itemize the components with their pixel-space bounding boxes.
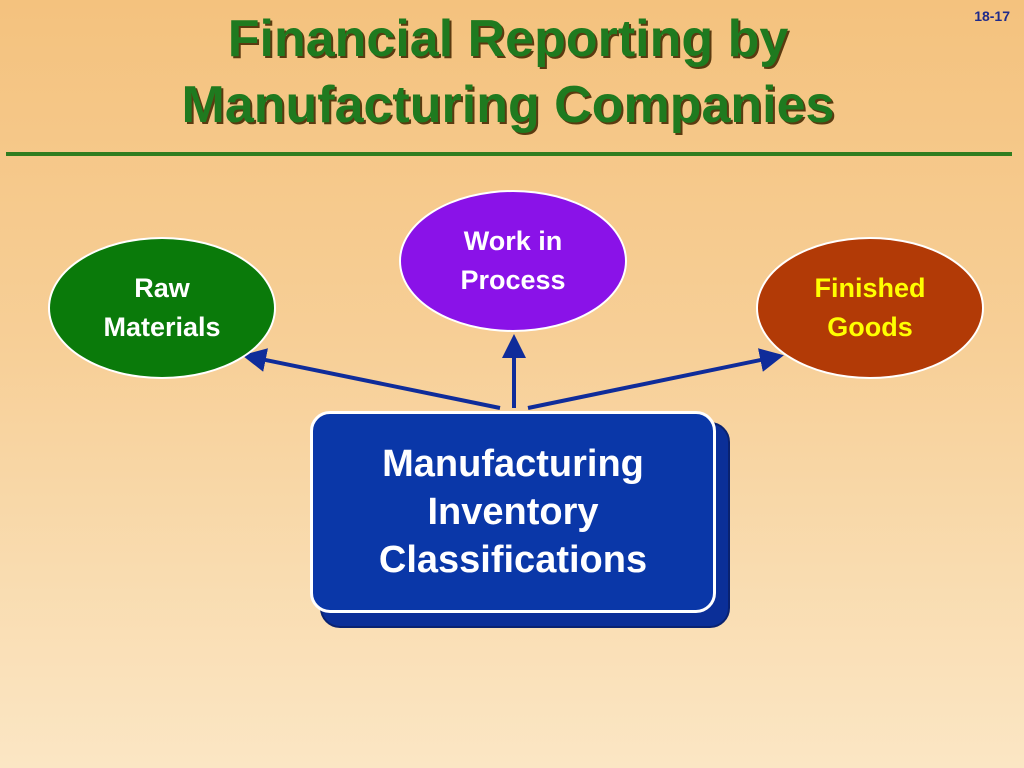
node-work-in-process-line2: Process: [460, 265, 566, 295]
node-finished-goods-line1: Finished: [814, 273, 926, 303]
center-box-line1: Manufacturing: [382, 443, 644, 485]
center-box-line3: Classifications: [378, 539, 648, 581]
node-finished-goods-line2: Goods: [827, 312, 913, 342]
title-underline: [6, 152, 1012, 156]
title-line-1: Financial Reporting by: [227, 10, 789, 68]
slide-number: 18-17: [974, 8, 1010, 24]
arrow-to-raw-materials: [242, 348, 501, 410]
node-raw-materials-line1: Raw: [134, 273, 190, 303]
node-raw-materials: Raw Materials: [48, 237, 276, 379]
center-box-line2: Inventory: [427, 491, 599, 533]
node-finished-goods: Finished Goods: [756, 237, 984, 379]
node-work-in-process-line1: Work in: [463, 226, 563, 256]
slide-title: Financial Reporting by Manufacturing Com…: [0, 6, 1016, 138]
node-raw-materials-line2: Materials: [103, 312, 221, 342]
title-line-2: Manufacturing Companies: [181, 76, 835, 134]
center-box-inventory-classifications: Manufacturing Inventory Classifications: [310, 411, 716, 613]
node-work-in-process: Work in Process: [399, 190, 627, 332]
arrow-to-finished-goods: [527, 348, 784, 410]
